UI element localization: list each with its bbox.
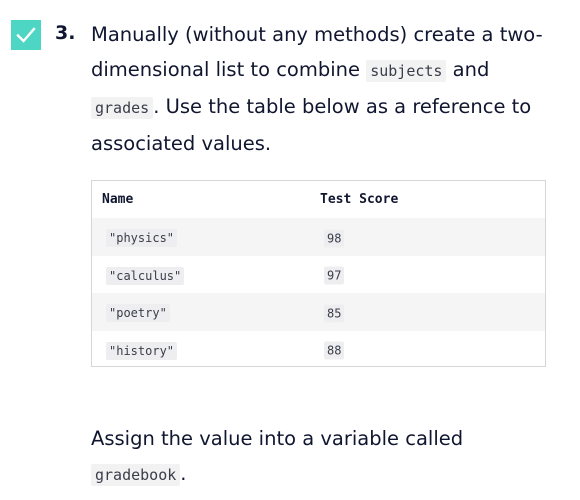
cell-score-wrap: 88	[324, 340, 345, 360]
column-header-test-score: Test Score	[320, 192, 399, 207]
assign-instruction: Assign the value into a variable called …	[91, 421, 561, 493]
code-gradebook: gradebook	[91, 464, 181, 486]
column-header-name: Name	[102, 192, 134, 207]
cell-score: 88	[324, 341, 345, 360]
table-row-cells: "poetry" 85	[92, 293, 545, 331]
table-row: "physics" 98	[92, 218, 545, 256]
scores-table: Name Test Score "physics" 98 "calculus" 97…	[91, 180, 546, 367]
cell-name: "physics"	[106, 229, 178, 248]
table-header-row: Name Test Score	[92, 181, 545, 218]
cell-name: "poetry"	[106, 304, 170, 323]
table-row: "poetry" 85	[92, 293, 545, 331]
task-line-3: grades. Use the table below as a referen…	[91, 89, 561, 126]
table-row-cells: "history" 88	[92, 331, 545, 369]
task-line-2: dimensional list to combine subjects and	[91, 52, 561, 89]
task-line-2-end: and	[446, 58, 490, 81]
table-row-cells: "physics" 98	[92, 218, 545, 256]
cell-score-wrap: 85	[324, 302, 345, 323]
task-checkbox[interactable]	[11, 20, 41, 50]
table-row: "calculus" 97	[92, 256, 545, 294]
cell-score: 97	[324, 266, 345, 285]
task-line-1: Manually (without any methods) create a …	[91, 23, 543, 46]
checkmark-icon	[16, 27, 36, 43]
table-row-cells: "calculus" 97	[92, 256, 545, 294]
task-number: 3.	[55, 22, 76, 44]
assign-line-1: Assign the value into a variable called	[91, 427, 464, 450]
task-line-4: associated values.	[91, 132, 272, 155]
cell-score: 98	[324, 229, 345, 248]
cell-score-wrap: 98	[324, 227, 345, 248]
table-row: "history" 88	[92, 331, 545, 369]
task-line-2-text: dimensional list to combine	[91, 58, 367, 81]
task-line-3-text: . Use the table below as a reference to	[153, 95, 532, 118]
cell-score-wrap: 97	[324, 265, 345, 285]
assign-line-2-end: .	[180, 462, 187, 485]
code-subjects: subjects	[366, 60, 447, 82]
assign-line-2: gradebook.	[91, 456, 561, 493]
cell-name: "calculus"	[106, 266, 185, 285]
code-grades: grades	[91, 97, 154, 119]
cell-name: "history"	[106, 341, 178, 360]
cell-score: 85	[324, 304, 345, 323]
task-description: Manually (without any methods) create a …	[91, 17, 561, 161]
